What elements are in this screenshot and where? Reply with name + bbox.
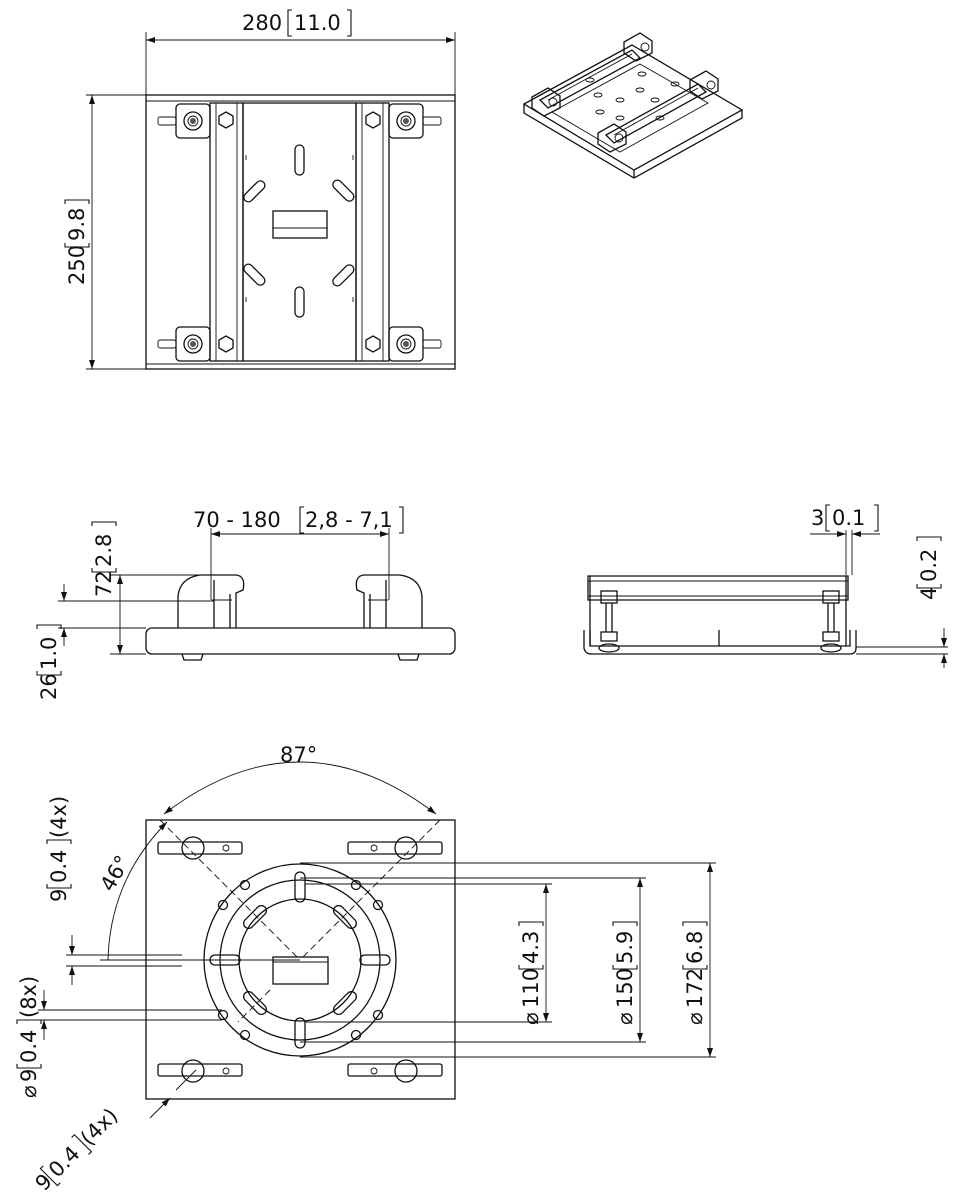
width-label: 280 xyxy=(242,11,282,35)
hole-9-4x-top-inch: 0.4 xyxy=(47,850,71,883)
width-dimension: 280 11.0 xyxy=(145,9,456,95)
center-plate xyxy=(242,102,357,362)
top-plate-outline xyxy=(145,94,456,370)
h26-label-inch: 1.0 xyxy=(37,637,61,670)
front-top-tray xyxy=(587,575,849,601)
holes-8x xyxy=(217,879,384,1041)
left-rail xyxy=(209,102,244,362)
hole-9-4x-top-count: (4x) xyxy=(47,796,71,838)
angle-87-label: 87° xyxy=(280,743,317,767)
width-label-inch: 11.0 xyxy=(294,11,341,35)
hole-9-4x-bottom-inch: 0.4 xyxy=(44,1142,85,1183)
hole-d9-8x-dimension: ⌀ 9 0.4 (8x) xyxy=(16,976,222,1098)
t3-label: 3 xyxy=(811,506,824,530)
t3-dimension: 3 0.1 xyxy=(810,504,880,575)
front-bolts xyxy=(598,590,842,653)
side-clamps xyxy=(177,574,423,628)
h4-label: 4 xyxy=(917,587,941,600)
d150-dimension: ⌀ 150 5.9 xyxy=(300,877,646,1043)
angle-46-dimension: 46° xyxy=(96,821,300,961)
d110-symbol: ⌀ xyxy=(519,1012,543,1025)
h72-label: 72 xyxy=(92,570,116,597)
hole-9-4x-top-dimension: 9 0.4 (4x) xyxy=(46,796,182,985)
right-rail xyxy=(355,102,390,362)
height-label: 250 xyxy=(65,245,89,285)
diameter-symbol: ⌀ xyxy=(17,1085,41,1098)
d110-inch: 4.3 xyxy=(519,931,543,964)
hole-9-4x-top-label: 9 xyxy=(47,889,71,902)
h4-label-inch: 0.2 xyxy=(917,549,941,582)
corner-brackets xyxy=(157,103,442,362)
hole-9-4x-bottom-dimension: 9 0.4 (4x) xyxy=(31,1069,197,1196)
corner-pads xyxy=(157,836,443,1083)
range-dimension: 70 - 180 2,8 - 7,1 xyxy=(193,506,404,600)
plate-pattern-view: 87° 46° 9 0.4 (4x) xyxy=(16,743,716,1196)
d172-inch: 6.8 xyxy=(683,931,707,964)
d172-label: 172 xyxy=(683,968,707,1008)
angle-46-label: 46° xyxy=(96,851,135,895)
h26-label: 26 xyxy=(37,673,61,700)
angle-87-dimension: 87° xyxy=(163,743,437,815)
d110-dimension: ⌀ 110 4.3 xyxy=(305,883,552,1025)
plate-slots xyxy=(243,144,355,318)
d172-dimension: ⌀ 172 6.8 xyxy=(300,862,716,1058)
d110-label: 110 xyxy=(519,968,543,1008)
hole-d9-8x-inch: 0.4 xyxy=(17,1030,41,1063)
hex-nuts xyxy=(218,111,381,353)
h72-dimension: 72 2.8 xyxy=(91,521,214,655)
pattern-plate-outline xyxy=(145,819,456,1100)
side-view: 70 - 180 2,8 - 7,1 72 xyxy=(36,506,456,700)
h4-dimension: 4 0.2 xyxy=(856,536,948,668)
hole-d9-8x-count: (8x) xyxy=(17,976,41,1018)
front-view: 3 0.1 xyxy=(583,504,948,668)
side-base-plate xyxy=(145,627,456,655)
range-label-inch: 2,8 - 7,1 xyxy=(305,508,393,532)
h26-dimension: 26 1.0 xyxy=(36,584,214,700)
center-lines xyxy=(159,819,441,1023)
d150-symbol: ⌀ xyxy=(613,1012,637,1025)
hole-d9-8x-label: 9 xyxy=(17,1069,41,1082)
t3-label-inch: 0.1 xyxy=(832,506,865,530)
isometric-view xyxy=(522,32,744,179)
h72-label-inch: 2.8 xyxy=(92,534,116,567)
d150-inch: 5.9 xyxy=(613,931,637,964)
pattern-slots xyxy=(209,871,391,1049)
height-dimension: 250 9.8 xyxy=(64,94,146,370)
top-view: 280 11.0 250 9.8 xyxy=(64,9,456,370)
range-label: 70 - 180 xyxy=(193,508,281,532)
height-label-inch: 9.8 xyxy=(65,208,89,241)
d150-label: 150 xyxy=(613,968,637,1008)
d172-symbol: ⌀ xyxy=(683,1012,707,1025)
